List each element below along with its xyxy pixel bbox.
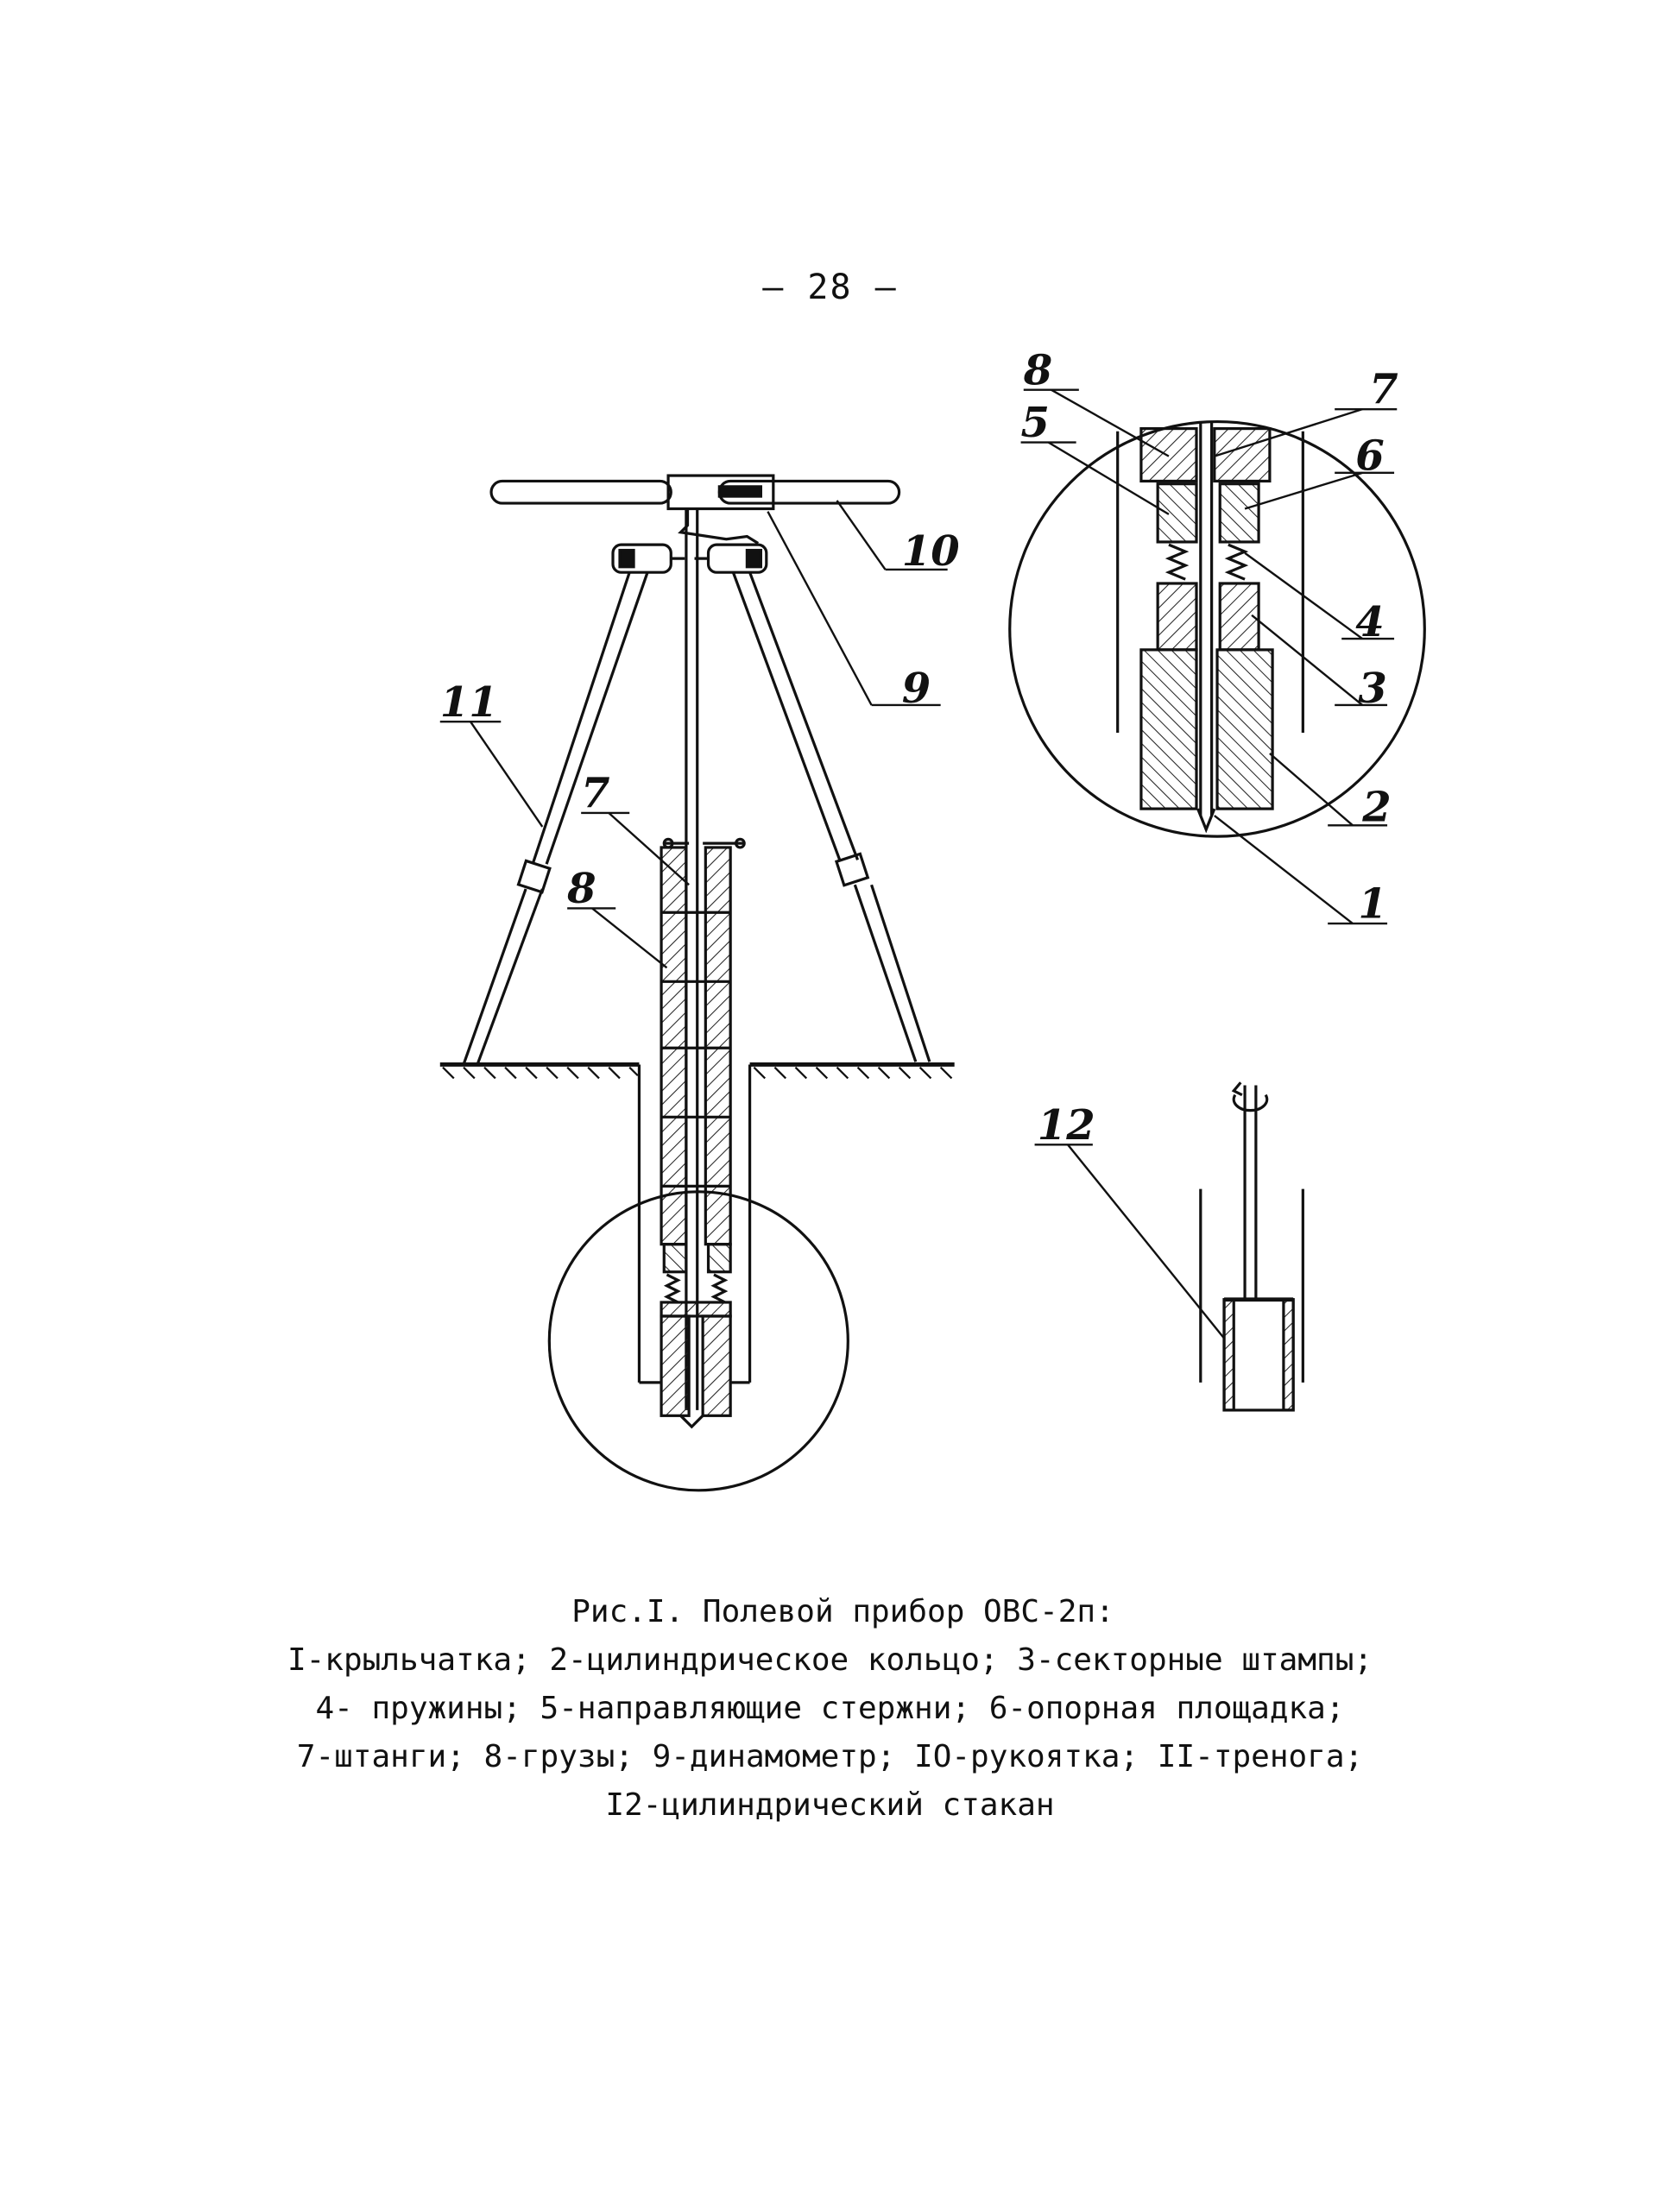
leader-lines-detail [1020,388,1398,925]
caption-line: 4- пружины; 5-направляющие стержни; 6-оп… [315,1691,1345,1726]
rod [685,508,699,1410]
label-7-main: 7 [581,769,609,817]
figure-caption: Рис.I. Полевой прибор ОВС-2п: I-крыльчат… [0,1588,1660,1830]
detail-view [1008,388,1426,925]
label-8-detail: 8 [1023,346,1052,394]
tripod-legs [462,571,931,1065]
page-number: – 28 – [762,268,898,307]
detail-circle [1008,419,1426,838]
caption-line: I2-цилиндрический стакан [605,1787,1055,1823]
label-8-main: 8 [566,865,596,913]
label-11: 11 [440,678,498,727]
spring-assembly [660,1243,732,1429]
label-1: 1 [1358,880,1386,929]
caption-title: Рис.I. Полевой прибор ОВС-2п: [571,1594,1114,1629]
label-12: 12 [1038,1101,1095,1150]
label-6: 6 [1355,432,1384,481]
ground-surface [439,1062,955,1080]
label-7-detail: 7 [1369,366,1398,414]
tripod-head [611,543,768,574]
leader-lines-main [439,500,948,969]
dynamometer [678,508,760,545]
leader-line-12 [1034,1144,1225,1339]
caption-line: 7-штанги; 8-грузы; 9-динамометр; IO-руко… [296,1739,1364,1774]
weights-stack [660,837,746,1246]
label-2: 2 [1361,784,1391,832]
label-9: 9 [902,665,931,713]
borehole [637,1064,752,1384]
detail-circle-marker [547,1190,849,1492]
label-3: 3 [1358,665,1386,713]
label-5: 5 [1021,399,1050,447]
label-4: 4 [1355,598,1384,646]
cylindrical-cup-view [1034,1081,1304,1412]
main-device [439,474,955,1492]
handle [489,474,901,511]
caption-line: I-крыльчатка; 2-цилиндрическое кольцо; 3… [287,1642,1373,1678]
label-10: 10 [902,527,960,576]
